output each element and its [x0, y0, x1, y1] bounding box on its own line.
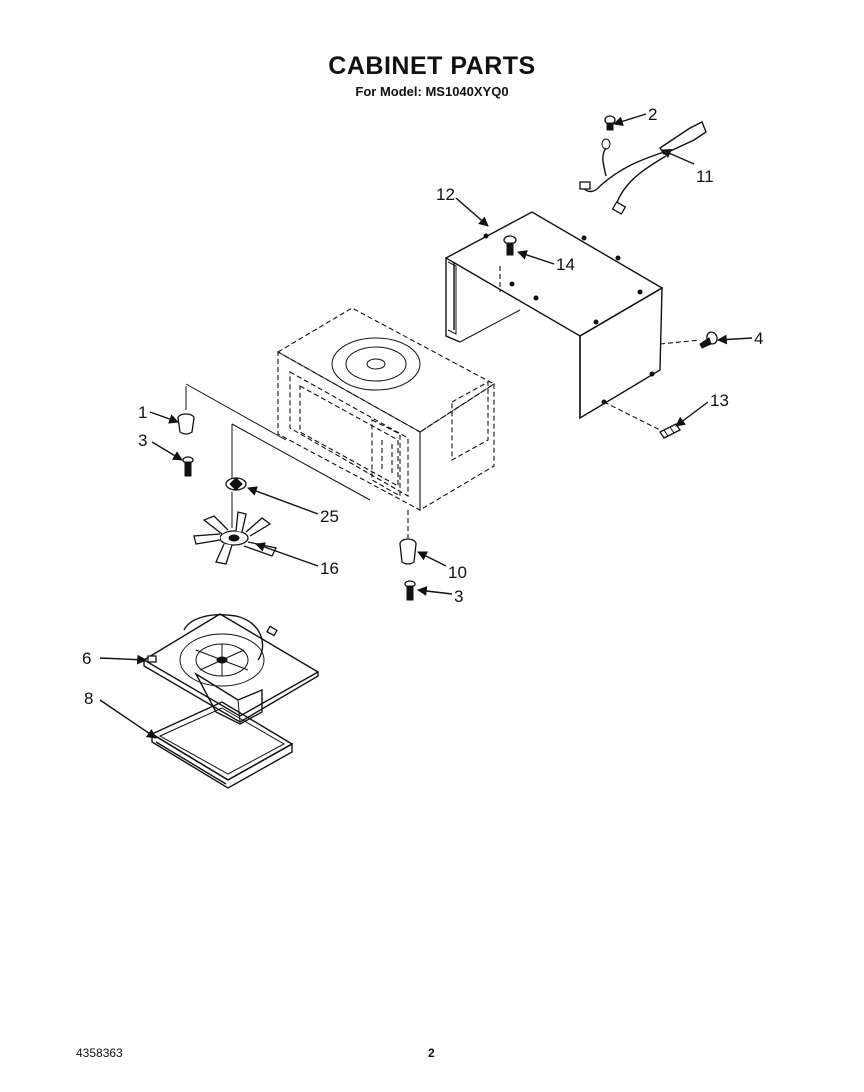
callout-8: 8: [84, 689, 93, 708]
stirrer-fan-16: [193, 511, 277, 565]
callout-6: 6: [82, 649, 91, 668]
callout-12: 12: [436, 185, 455, 204]
callout-4: 4: [754, 329, 763, 348]
cabinet-wrapper-part: [444, 211, 664, 420]
screw-3-left: [182, 456, 194, 477]
callout-13: 13: [710, 391, 729, 410]
callout-3-left: 3: [138, 431, 147, 450]
power-cord-part: [579, 121, 707, 215]
foot-10: [399, 538, 417, 565]
stirrer-coupling-25: [225, 477, 247, 491]
filter-tray-8: [150, 701, 294, 789]
callout-arrows: [99, 113, 753, 739]
page-number: 2: [428, 1046, 435, 1060]
document-number: 4358363: [76, 1046, 123, 1060]
oven-cavity-outline: [276, 307, 496, 511]
callout-10: 10: [448, 563, 467, 582]
foot-1: [177, 413, 195, 435]
callout-3-right: 3: [454, 587, 463, 606]
callout-25: 25: [320, 507, 339, 526]
screw-3-right: [404, 580, 416, 601]
page-title: CABINET PARTS: [328, 52, 536, 80]
screw-4: [699, 331, 718, 349]
screw-13: [659, 423, 681, 439]
callout-11: 11: [696, 167, 714, 186]
model-subtitle: For Model: MS1040XYQ0: [355, 84, 509, 99]
callout-14: 14: [556, 255, 575, 274]
callout-1: 1: [138, 403, 147, 422]
screw-14: [503, 235, 517, 256]
assembly-leader-lines: [185, 266, 701, 538]
callout-2: 2: [648, 105, 657, 124]
screw-2: [604, 115, 616, 131]
callout-16: 16: [320, 559, 339, 578]
